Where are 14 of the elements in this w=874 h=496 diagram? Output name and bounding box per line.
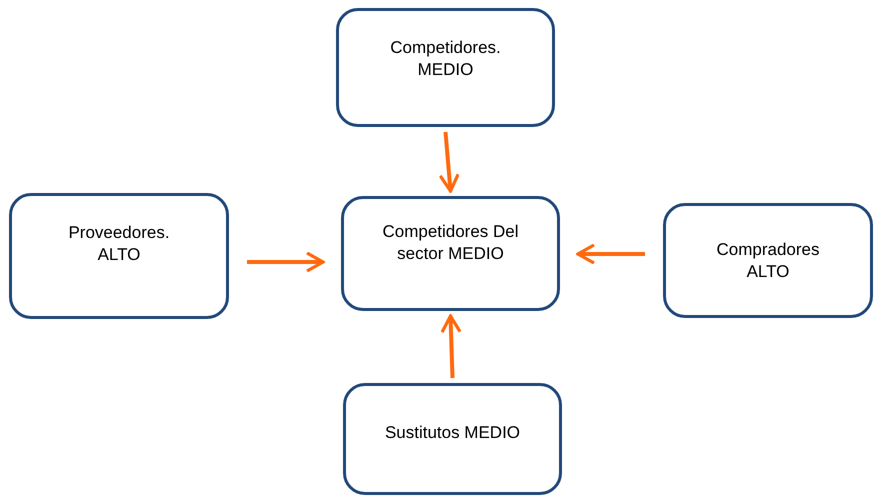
process-box — [341, 196, 560, 311]
process-box — [343, 383, 562, 495]
node-label: Sustitutos MEDIO — [384, 422, 522, 444]
arrow — [576, 243, 645, 265]
node-label: Compradores ALTO — [716, 239, 820, 283]
process-box — [9, 193, 229, 319]
arrow — [440, 314, 462, 378]
process-box — [336, 8, 555, 127]
node-label: Competidores Del sector MEDIO — [381, 221, 520, 265]
node-label: Competidores. MEDIO — [389, 37, 502, 81]
process-box — [663, 203, 873, 318]
arrow — [247, 251, 325, 273]
node-label: Proveedores. ALTO — [67, 222, 171, 266]
arrow — [438, 132, 460, 193]
